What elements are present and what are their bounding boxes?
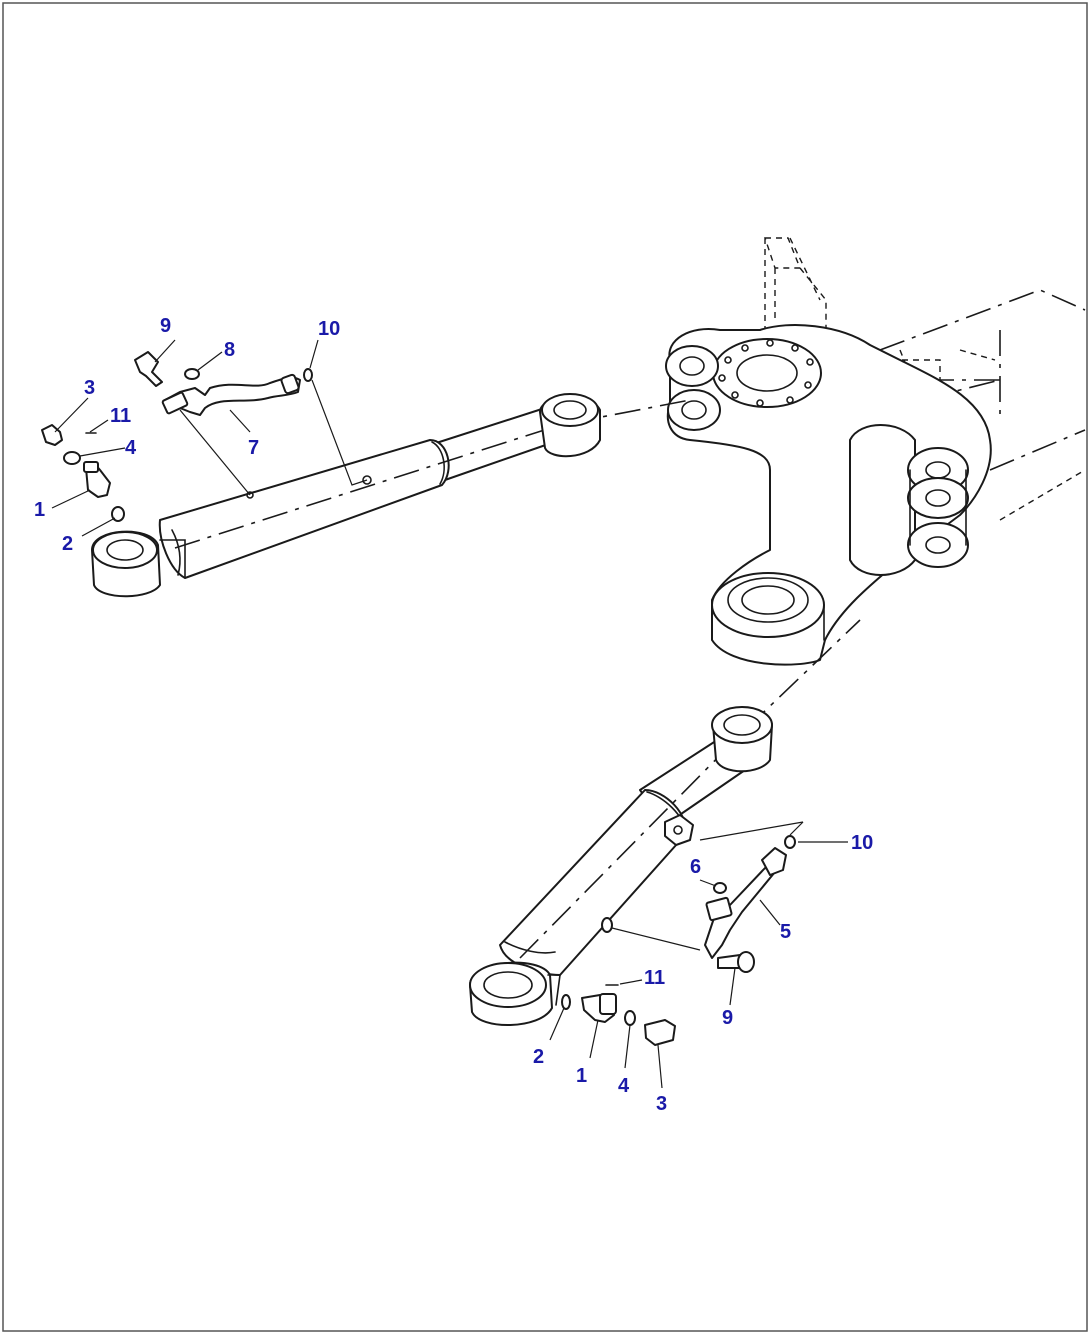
- callout-left-9: 9: [160, 315, 171, 337]
- left-bolt-9: [134, 351, 163, 387]
- callout-right-1: 1: [576, 1065, 587, 1087]
- callout-left-2: 2: [62, 533, 73, 555]
- knuckle-arm-right: [849, 424, 916, 576]
- callout-right-2: 2: [533, 1046, 544, 1068]
- left-bottom-eye-face: [92, 531, 158, 569]
- left-oring-4: [63, 451, 81, 465]
- left-port-head-side: [246, 491, 254, 499]
- callout-left-10: 10: [318, 318, 340, 340]
- knuckle-ear-lower: [667, 389, 721, 431]
- right-oring-6: [713, 882, 727, 894]
- right-bottom-eye-face: [469, 962, 547, 1008]
- right-port-fitting: [664, 814, 694, 846]
- right-steering-cylinder: [469, 619, 861, 1027]
- callout-left-3: 3: [84, 377, 95, 399]
- callout-right-4: 4: [618, 1075, 630, 1097]
- right-cylinder-parts: [549, 821, 848, 1089]
- right-ring-10: [784, 835, 796, 849]
- right-oring-4: [624, 1010, 636, 1026]
- right-callouts: 10 6 5 11 9 2 1 4 3: [533, 832, 873, 1115]
- knuckle-eye-lower: [907, 522, 969, 568]
- left-oring-8: [184, 368, 200, 380]
- knuckle-ear-upper: [665, 345, 719, 387]
- left-tube-fitting: [280, 373, 300, 395]
- callout-right-10: 10: [851, 832, 873, 854]
- right-oring-2: [561, 994, 571, 1010]
- callout-right-6: 6: [690, 856, 701, 878]
- callout-left-8: 8: [224, 339, 235, 361]
- king-pin-flange: [712, 338, 822, 408]
- right-tube-nut: [761, 847, 787, 876]
- left-oring-2: [111, 506, 125, 522]
- callout-right-3: 3: [656, 1093, 667, 1115]
- right-port-lower: [601, 917, 613, 933]
- callout-left-1: 1: [34, 499, 45, 521]
- left-callouts: 9 8 10 3 11 4 7 1 2: [34, 315, 340, 555]
- left-rod-eye-face: [541, 393, 599, 427]
- right-tube-block: [705, 896, 733, 922]
- axle-assembly: [665, 237, 1086, 666]
- callout-left-7: 7: [248, 437, 259, 459]
- callout-right-5: 5: [780, 921, 791, 943]
- left-tube-7: [164, 376, 301, 416]
- knuckle-eye-middle: [907, 477, 969, 519]
- frame-bracket-outline: [764, 237, 827, 361]
- left-cylinder-parts: [41, 339, 368, 537]
- callout-left-4: 4: [125, 437, 137, 459]
- left-port-rod-side: [362, 475, 372, 485]
- callout-right-11: 11: [644, 967, 665, 989]
- king-pin-bore: [736, 354, 798, 392]
- right-rod-eye-face: [711, 706, 773, 744]
- left-ring-10: [303, 368, 313, 382]
- right-bolt-9: [717, 954, 741, 969]
- left-tube-flange: [161, 391, 189, 415]
- callout-right-9: 9: [722, 1007, 733, 1029]
- right-cylinder-centerline: [519, 619, 861, 959]
- left-steering-cylinder: [91, 393, 691, 598]
- left-cylinder-barrel: [158, 439, 450, 579]
- right-plug-3: [644, 1019, 676, 1046]
- callout-left-11: 11: [110, 405, 131, 427]
